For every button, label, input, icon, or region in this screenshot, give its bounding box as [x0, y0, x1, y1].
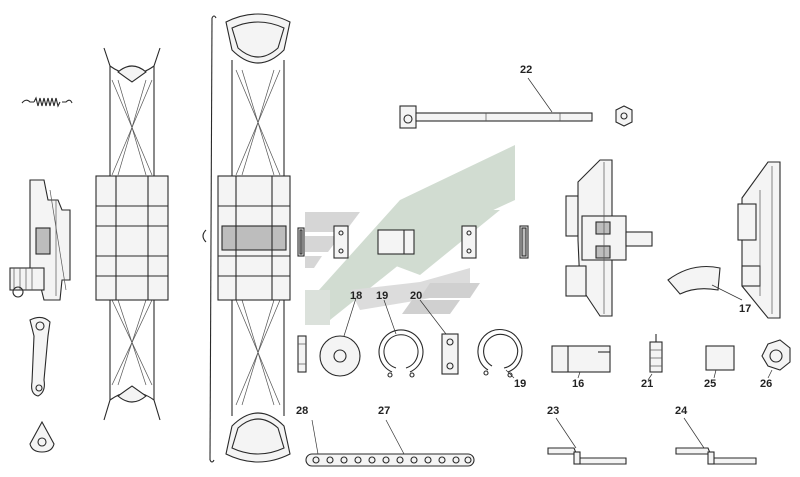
seal-ring-right	[519, 225, 529, 259]
callout-25: 25	[704, 378, 716, 390]
hub-brake-assembly	[9, 179, 71, 301]
snap-ring-19b	[477, 328, 523, 379]
bearing-20	[419, 299, 459, 375]
callout-22: 22	[520, 64, 532, 76]
axle-22	[399, 105, 633, 129]
chain-27	[305, 419, 475, 467]
hub-assembly-right	[565, 159, 653, 317]
callout-19-top: 19	[376, 290, 388, 302]
callout-18: 18	[350, 290, 362, 302]
bracket-24	[675, 417, 757, 465]
bearing-seal-left	[297, 227, 305, 257]
hex-nut-26	[761, 339, 791, 379]
bearing-block	[333, 225, 349, 259]
pin-left-row2	[297, 335, 307, 373]
crank-arm	[29, 316, 51, 397]
callout-27: 27	[378, 405, 390, 417]
bearing-block-2	[461, 225, 477, 259]
triangular-plate	[29, 420, 55, 453]
callout-23: 23	[547, 405, 559, 417]
washer-18	[319, 297, 361, 377]
snap-ring-19a	[378, 299, 424, 378]
return-spring	[21, 96, 73, 108]
brake-shoe-17	[667, 265, 743, 301]
callout-19-bottom: 19	[514, 378, 526, 390]
part-16-block	[551, 345, 611, 379]
wheel-with-tyre	[202, 13, 291, 463]
callout-28: 28	[296, 405, 308, 417]
part-25-block	[705, 345, 735, 379]
callout-24: 24	[675, 405, 688, 417]
callout-20: 20	[410, 290, 422, 302]
callout-26: 26	[760, 378, 772, 390]
callout-21: 21	[641, 378, 653, 390]
hub-right-side	[737, 161, 781, 319]
spring-pin-21	[647, 334, 663, 381]
callout-16: 16	[572, 378, 584, 390]
callout-17: 17	[739, 303, 751, 315]
spacer-sleeve	[377, 229, 415, 255]
bracket-23	[547, 417, 627, 465]
wheel-side-view-left	[95, 47, 169, 421]
